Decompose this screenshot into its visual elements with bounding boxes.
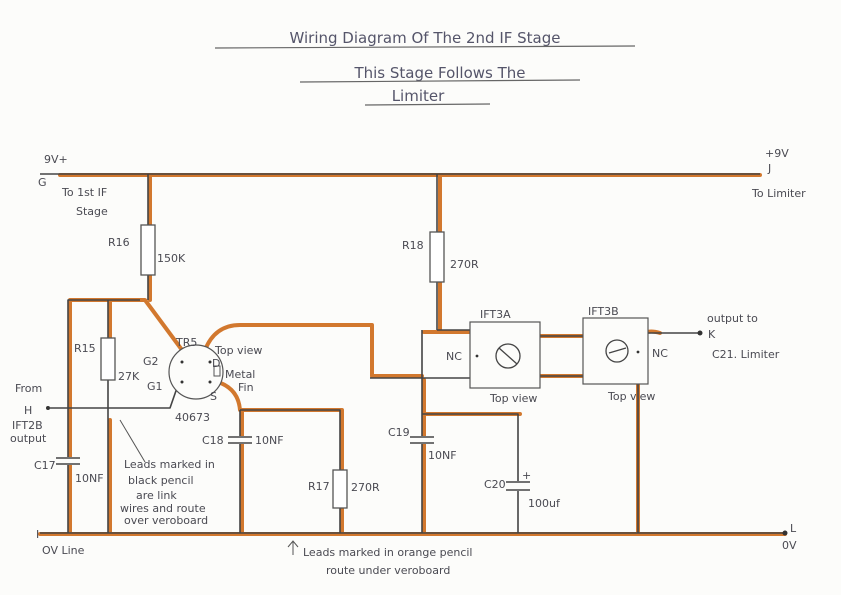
tr5-view: Top view bbox=[214, 344, 262, 357]
tr5-g1: G1 bbox=[147, 380, 163, 393]
r17-ref: R17 bbox=[308, 480, 330, 493]
k-note1: output to bbox=[707, 312, 758, 325]
tr5-ref: TR5 bbox=[175, 336, 197, 349]
tr5-fin1: Metal bbox=[225, 368, 255, 381]
c19-value: 10NF bbox=[428, 449, 457, 462]
ift3b-view: Top view bbox=[607, 390, 655, 403]
l-note: 0V bbox=[782, 539, 797, 552]
note-black4: wires and route bbox=[120, 502, 206, 515]
c19-ref: C19 bbox=[388, 426, 410, 439]
capacitor-c18: C18 10NF bbox=[202, 434, 284, 447]
r17-value: 270R bbox=[351, 481, 380, 494]
terminal-l bbox=[782, 530, 788, 536]
metal-fin bbox=[213, 365, 221, 377]
tr5-part: 40673 bbox=[175, 411, 210, 424]
ift3a-nc: NC bbox=[446, 350, 462, 363]
note-black1: Leads marked in bbox=[124, 458, 215, 471]
arrow-icon bbox=[119, 419, 146, 463]
capacitor-c17: C17 10NF bbox=[34, 457, 104, 485]
c20-value: 100uf bbox=[528, 497, 561, 510]
c20-polarity: + bbox=[522, 469, 531, 482]
title-line1: Wiring Diagram Of The 2nd IF Stage bbox=[290, 29, 561, 47]
g-note2: Stage bbox=[76, 205, 108, 218]
resistor-r17: R17 270R bbox=[308, 469, 380, 509]
tr5-fin2: Fin bbox=[238, 381, 254, 394]
note-black5: over veroboard bbox=[124, 514, 208, 527]
r16-ref: R16 bbox=[108, 236, 130, 249]
l-letter: L bbox=[790, 522, 797, 535]
h-from: From bbox=[15, 382, 42, 395]
note-black2: black pencil bbox=[128, 474, 194, 487]
c17-value: 10NF bbox=[75, 472, 104, 485]
h-note1: IFT2B bbox=[12, 419, 43, 432]
transistor-tr5: TR5 G2 G1 D S Top view Metal Fin 40673 bbox=[143, 336, 262, 424]
note-black3: are link bbox=[136, 489, 177, 502]
arrow-up-icon bbox=[287, 540, 299, 555]
i-letter: I bbox=[36, 528, 39, 541]
title-line3: Limiter bbox=[392, 87, 445, 105]
ift3b-nc: NC bbox=[652, 347, 668, 360]
terminal-h bbox=[46, 406, 50, 410]
g-letter: G bbox=[38, 176, 47, 189]
terminal-k bbox=[697, 330, 703, 336]
c17-ref: C17 bbox=[34, 459, 56, 472]
resistor-r16: R16 150K bbox=[108, 224, 186, 276]
k-note2: C21. Limiter bbox=[712, 348, 780, 361]
orange-pencil-note: Leads marked in orange pencil route unde… bbox=[287, 540, 472, 577]
g-supply: 9V+ bbox=[44, 153, 68, 166]
k-letter: K bbox=[708, 328, 716, 341]
terminal-labels: 9V+ G To 1st IF Stage +9V J To Limiter F… bbox=[10, 147, 806, 557]
underline bbox=[214, 45, 636, 49]
tuning-slug-icon bbox=[605, 339, 629, 363]
resistor-r18: R18 270R bbox=[402, 231, 479, 283]
note-orange2: route under veroboard bbox=[326, 564, 450, 577]
underline bbox=[364, 103, 491, 106]
h-letter: H bbox=[24, 404, 32, 417]
title-block: Wiring Diagram Of The 2nd IF Stage This … bbox=[214, 29, 636, 106]
capacitor-c19: C19 10NF bbox=[388, 426, 457, 462]
c18-ref: C18 bbox=[202, 434, 224, 447]
r15-ref: R15 bbox=[74, 342, 96, 355]
note-orange1: Leads marked in orange pencil bbox=[303, 546, 472, 559]
resistor-r15: R15 27K bbox=[74, 337, 140, 383]
c20-ref: C20 bbox=[484, 478, 506, 491]
ift3a-view: Top view bbox=[489, 392, 537, 405]
tr5-g2: G2 bbox=[143, 355, 159, 368]
c18-value: 10NF bbox=[255, 434, 284, 447]
ift3a-ref: IFT3A bbox=[480, 308, 511, 321]
title-line2: This Stage Follows The bbox=[353, 64, 525, 82]
tr5-s: S bbox=[210, 390, 217, 403]
black-pencil-note: Leads marked in black pencil are link wi… bbox=[119, 419, 215, 527]
tuning-slug-icon bbox=[495, 343, 521, 369]
g-note1: To 1st IF bbox=[61, 186, 107, 199]
ift3b-ref: IFT3B bbox=[588, 305, 619, 318]
black-wires bbox=[40, 173, 788, 536]
transformer-ift3a: IFT3A NC Top view bbox=[446, 308, 541, 405]
transformer-ift3b: IFT3B NC Top view bbox=[582, 305, 668, 403]
j-supply: +9V bbox=[765, 147, 789, 160]
j-letter: J bbox=[767, 162, 771, 175]
j-note: To Limiter bbox=[751, 187, 806, 200]
underline bbox=[299, 79, 581, 83]
tr5-d: D bbox=[212, 357, 220, 370]
r18-value: 270R bbox=[450, 258, 479, 271]
r18-ref: R18 bbox=[402, 239, 424, 252]
capacitor-c20: C20 + 100uf bbox=[484, 469, 561, 510]
h-note2: output bbox=[10, 432, 47, 445]
r15-value: 27K bbox=[118, 370, 140, 383]
r16-value: 150K bbox=[157, 252, 186, 265]
i-note: OV Line bbox=[42, 544, 85, 557]
